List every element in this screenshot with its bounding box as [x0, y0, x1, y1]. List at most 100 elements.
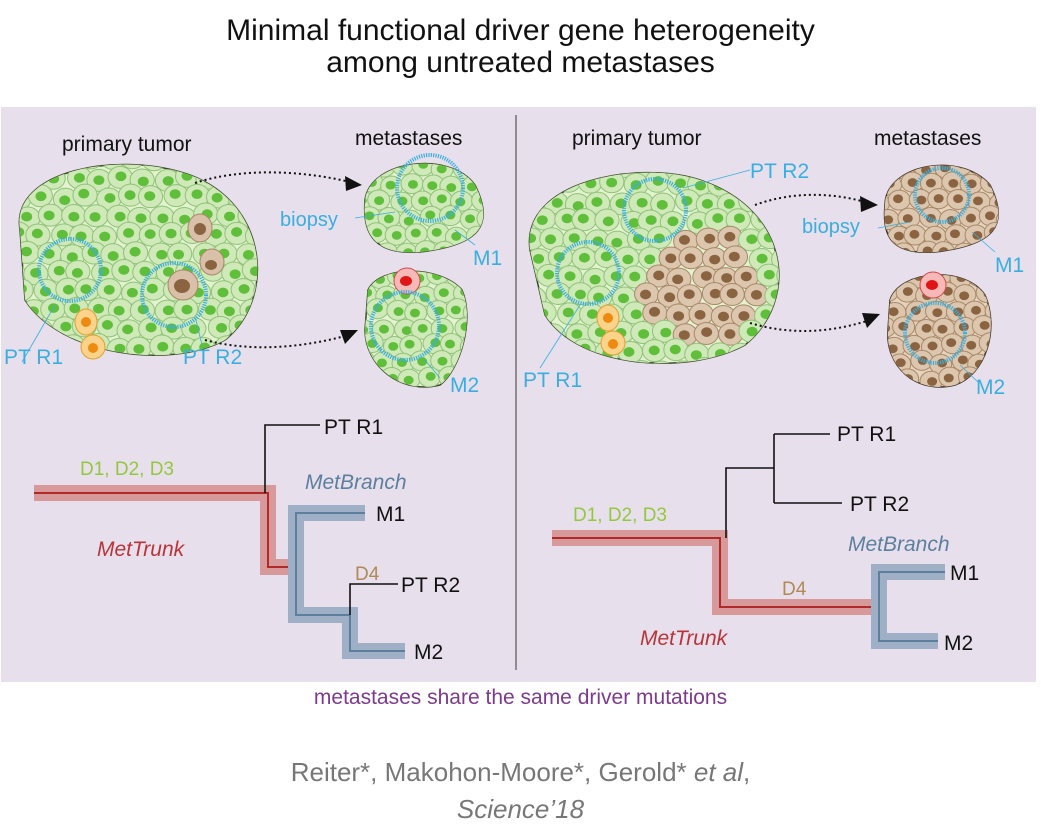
- left-metbranch-label: MetBranch: [305, 471, 407, 494]
- cell-nucleus: [383, 214, 394, 224]
- cell-nucleus: [59, 195, 71, 206]
- cell-nucleus: [165, 228, 177, 239]
- cell-nucleus: [224, 211, 236, 222]
- cell-nucleus: [204, 305, 216, 315]
- cell-nucleus: [933, 194, 944, 203]
- right-primary-tumor-label: primary tumor: [572, 127, 702, 150]
- cell-nucleus: [229, 269, 241, 280]
- cell-nucleus: [700, 271, 712, 281]
- cell-nucleus: [723, 199, 735, 209]
- cell-nucleus: [242, 249, 254, 260]
- cell-nucleus: [210, 229, 222, 239]
- right-tree-m2: M2: [944, 632, 973, 655]
- cell-nucleus: [712, 213, 724, 223]
- cell-nucleus: [966, 340, 977, 350]
- cell-nucleus: [572, 201, 584, 211]
- pt-r2-sample-circle: [140, 261, 208, 329]
- cell-nucleus: [438, 288, 449, 298]
- cell-nucleus: [985, 211, 996, 221]
- cell-nucleus: [144, 191, 156, 201]
- cell-nucleus: [231, 227, 243, 237]
- cell-nucleus: [431, 227, 442, 237]
- cell-nucleus: [410, 228, 421, 238]
- m2-sample-circle: [369, 290, 441, 362]
- cell-nucleus: [124, 190, 136, 200]
- cell-nucleus: [921, 323, 932, 333]
- cell-nucleus: [675, 178, 687, 189]
- right-leader-lines: [539, 169, 996, 383]
- cell-nucleus: [71, 268, 83, 278]
- cell-nucleus: [465, 214, 476, 224]
- cell-nucleus: [586, 309, 598, 319]
- cell: [670, 360, 696, 364]
- cell-nucleus: [756, 253, 768, 264]
- right-metastases-label: metastases: [874, 127, 981, 150]
- cell-nucleus: [157, 213, 169, 224]
- cell-nucleus: [133, 344, 145, 354]
- cell-nucleus: [574, 289, 586, 300]
- cell-nucleus: [578, 252, 590, 263]
- cell-nucleus: [681, 195, 693, 206]
- arrowhead-icon: [345, 176, 362, 191]
- cell-nucleus: [393, 307, 404, 316]
- citation-author-list: Reiter*, Makohon-Moore*, Gerold*: [290, 757, 694, 787]
- right-m2-label: M2: [976, 376, 1005, 399]
- cell: [628, 359, 655, 364]
- cell-nucleus: [378, 324, 389, 334]
- cell-nucleus: [683, 289, 695, 300]
- right-pt-r1-label: PT R1: [523, 369, 582, 392]
- cell-nucleus: [750, 289, 762, 300]
- cell-nucleus: [409, 308, 420, 318]
- left-drivers-label: D1, D2, D3: [80, 459, 174, 480]
- cell-nucleus: [684, 253, 696, 264]
- cell-nucleus: [181, 304, 193, 315]
- cell-nucleus: [943, 373, 954, 383]
- cell-nucleus: [118, 265, 130, 275]
- right-mettrunk-label: MetTrunk: [640, 627, 729, 650]
- cell-nucleus: [611, 237, 623, 248]
- cell-nucleus: [972, 230, 983, 240]
- cell-nucleus: [959, 291, 970, 301]
- cell-nucleus: [630, 309, 642, 320]
- cell-nucleus: [678, 330, 690, 340]
- cell-nucleus: [909, 229, 920, 239]
- cell-nucleus: [562, 307, 574, 318]
- cell-nucleus: [717, 311, 729, 322]
- cell-nucleus: [694, 309, 706, 320]
- cell-nucleus: [403, 216, 414, 226]
- title-line-1: Minimal functional driver gene heterogen…: [226, 14, 815, 47]
- arrowhead-icon: [340, 330, 358, 344]
- cell-nucleus: [20, 246, 32, 257]
- cell-nucleus: [591, 197, 603, 207]
- cell-nucleus: [445, 210, 456, 220]
- cell-nucleus: [665, 253, 677, 264]
- left-m1-label: M1: [473, 247, 502, 270]
- cell-nucleus: [188, 324, 200, 335]
- cell-nucleus: [724, 231, 736, 242]
- cell-nucleus: [721, 273, 733, 283]
- cell-nucleus: [466, 182, 477, 192]
- cell-nucleus: [69, 303, 81, 314]
- cell-nucleus: [19, 227, 25, 237]
- cell-nucleus: [667, 216, 679, 227]
- pt-r2-sample-circle: [622, 177, 688, 243]
- cell-nucleus: [163, 266, 175, 277]
- cell-nucleus: [922, 246, 933, 253]
- cell-nucleus: [656, 200, 668, 210]
- cell-nucleus: [973, 196, 984, 206]
- cell-nucleus: [388, 342, 399, 351]
- cell-nucleus: [893, 231, 904, 241]
- cell-nucleus: [543, 269, 555, 280]
- cell-nucleus: [649, 306, 661, 317]
- cell-nucleus: [618, 293, 630, 304]
- left-tree-pt-r2: PT R2: [401, 574, 460, 597]
- cell-nucleus: [104, 193, 116, 203]
- cell-nucleus: [568, 233, 580, 243]
- cell-nucleus: [645, 215, 657, 225]
- cell-nucleus: [551, 288, 563, 299]
- cell-nucleus: [740, 271, 752, 282]
- cell-nucleus: [450, 305, 461, 315]
- cell-nucleus: [902, 214, 913, 223]
- cell-nucleus: [129, 246, 141, 257]
- cell-nucleus: [62, 284, 74, 295]
